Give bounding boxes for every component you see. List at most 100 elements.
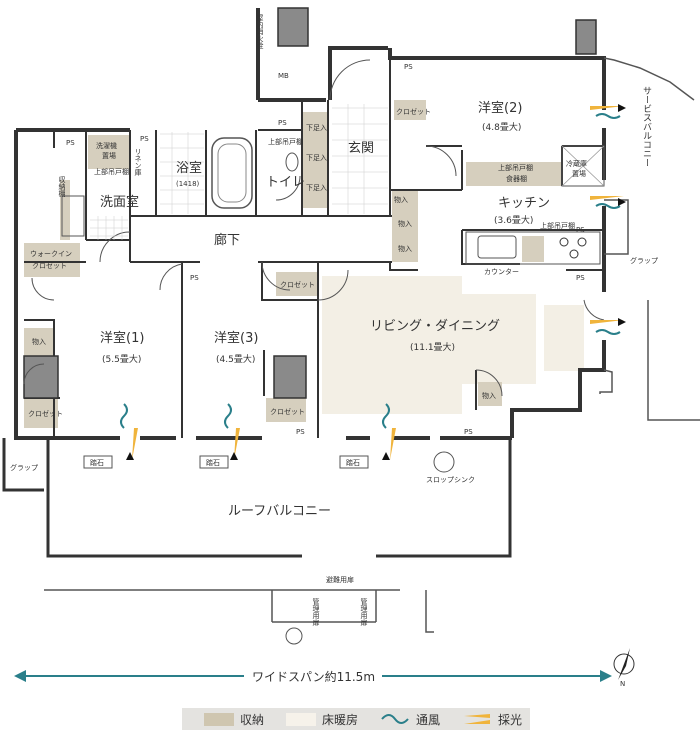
slop-sink <box>433 451 455 473</box>
legend-storage-label: 収納 <box>240 712 265 727</box>
label-storage: 物入 <box>32 337 46 346</box>
fridge-space <box>561 145 605 187</box>
label-stepstone: 踏石 <box>346 458 360 467</box>
label-upper: 上部吊戸棚 <box>94 167 129 176</box>
legend-floor-heating-label: 床暖房 <box>322 712 359 727</box>
door-swings <box>23 59 605 397</box>
shafts <box>23 7 597 399</box>
label-kitchen: キッチン <box>498 196 550 211</box>
label-ps: PS <box>140 135 149 143</box>
light-ray-icon <box>464 714 491 724</box>
label-entrance: 玄関 <box>348 141 374 156</box>
label-hallway: 廊下 <box>214 232 240 248</box>
legend-storage-swatch <box>204 712 234 726</box>
label-western3: 洋室(3) <box>214 330 258 346</box>
label-bath: 浴室 <box>176 160 202 176</box>
label-washer-a: 洗濯機 <box>96 141 117 150</box>
label-fridge-b: 置場 <box>572 169 586 178</box>
legend-ventilation-label: 通風 <box>416 712 441 727</box>
label-counter: カウンター <box>484 267 519 276</box>
service-balcony-edge <box>599 57 695 394</box>
tiled-areas <box>90 104 388 240</box>
label-closet: クロゼット <box>270 407 305 416</box>
label-shelf: 収納棚 <box>58 176 66 198</box>
label-roof-balcony: ルーフバルコニー <box>228 504 331 519</box>
label-walkin-b: クロゼット <box>32 261 67 270</box>
label-closet: クロゼット <box>396 107 431 116</box>
storage-fills <box>24 100 562 428</box>
label-service-balcony: サービスバルコニー <box>641 86 652 167</box>
label-western2-size: (4.8畳大) <box>482 121 521 133</box>
washbasin <box>61 195 85 237</box>
label-dish-b: 食器棚 <box>506 174 527 183</box>
label-mgmt-door: 管理用扉 <box>312 597 320 627</box>
label-ps: PS <box>576 274 585 282</box>
label-stepstone: 踏石 <box>90 458 104 467</box>
label-ps: PS <box>278 119 287 127</box>
label-mb: MB <box>278 72 289 80</box>
label-washroom: 洗面室 <box>100 194 139 210</box>
label-storage: 物入 <box>398 244 412 253</box>
label-trap: グラップ <box>630 256 658 265</box>
legend: 収納 床暖房 通風 採光 <box>182 708 530 730</box>
label-storage: 物入 <box>482 391 496 400</box>
label-washer-b: 置場 <box>102 151 116 160</box>
label-ps: PS <box>404 63 413 71</box>
legend-floor-heating: 床暖房 <box>286 711 358 728</box>
label-stepstone: 踏石 <box>206 458 220 467</box>
legend-floor-heating-swatch <box>286 712 317 726</box>
label-ps: PS <box>190 274 199 282</box>
roof-balcony-rail <box>44 300 700 633</box>
legend-ventilation: 通風 <box>380 711 440 728</box>
label-toilet: トイレ <box>266 175 305 190</box>
label-ps: PS <box>576 226 585 234</box>
label-living-size: (11.1畳大) <box>410 341 455 353</box>
floor-heating-area <box>544 305 584 371</box>
label-trap: グラップ <box>10 463 38 472</box>
span-label: ワイドスパン約11.5m <box>252 669 375 684</box>
kitchen-counter <box>465 231 601 265</box>
kitchen-sink <box>477 235 517 259</box>
label-linen: リネン庫 <box>134 148 142 177</box>
label-ps: PS <box>296 428 305 436</box>
label-ps: PS <box>66 139 75 147</box>
label-upper: 上部吊戸棚 <box>268 137 303 146</box>
label-western1: 洋室(1) <box>100 330 144 346</box>
label-ps: PS <box>464 428 473 436</box>
label-western2: 洋室(2) <box>478 100 522 116</box>
label-shoe: 下足入 <box>306 184 327 192</box>
legend-storage: 収納 <box>204 711 264 728</box>
label-storage: 物入 <box>394 195 408 204</box>
label-mgmt-door: 管理用扉 <box>360 597 368 627</box>
label-hydrant: 屋内消火栓 <box>256 14 264 50</box>
ventilation-marks <box>120 113 621 429</box>
compass-n: N <box>620 680 625 688</box>
label-bath-size: (1418) <box>176 180 200 188</box>
label-closet: クロゼット <box>28 409 63 418</box>
label-dish-a: 上部吊戸棚 <box>498 163 533 172</box>
step-stones <box>83 455 369 469</box>
span-arrow <box>14 668 612 684</box>
label-storage: 物入 <box>398 219 412 228</box>
legend-daylight-label: 採光 <box>498 712 523 727</box>
compass-icon <box>613 648 635 680</box>
stove-burners <box>559 237 587 259</box>
bathtub <box>211 137 253 209</box>
label-living: リビング・ダイニング <box>370 319 500 334</box>
label-walkin-a: ウォークイン <box>30 250 72 258</box>
label-kitchen-size: (3.6畳大) <box>494 214 533 226</box>
floor-heating-area <box>462 294 536 384</box>
label-shoe: 下足入 <box>306 154 327 162</box>
legend-daylight: 採光 <box>462 711 522 728</box>
label-shoe: 下足入 <box>306 124 327 132</box>
wave-icon <box>381 714 409 724</box>
label-slop-sink: スロップシンク <box>426 476 475 484</box>
label-evac-door: 避難用扉 <box>326 575 354 584</box>
toilet-fixture <box>285 152 299 172</box>
label-upper: 上部吊戸棚 <box>540 221 575 230</box>
label-closet: クロゼット <box>280 280 315 289</box>
label-western1-size: (5.5畳大) <box>102 353 141 365</box>
roof-balcony-outline <box>2 438 512 558</box>
window-triangles <box>126 104 626 460</box>
